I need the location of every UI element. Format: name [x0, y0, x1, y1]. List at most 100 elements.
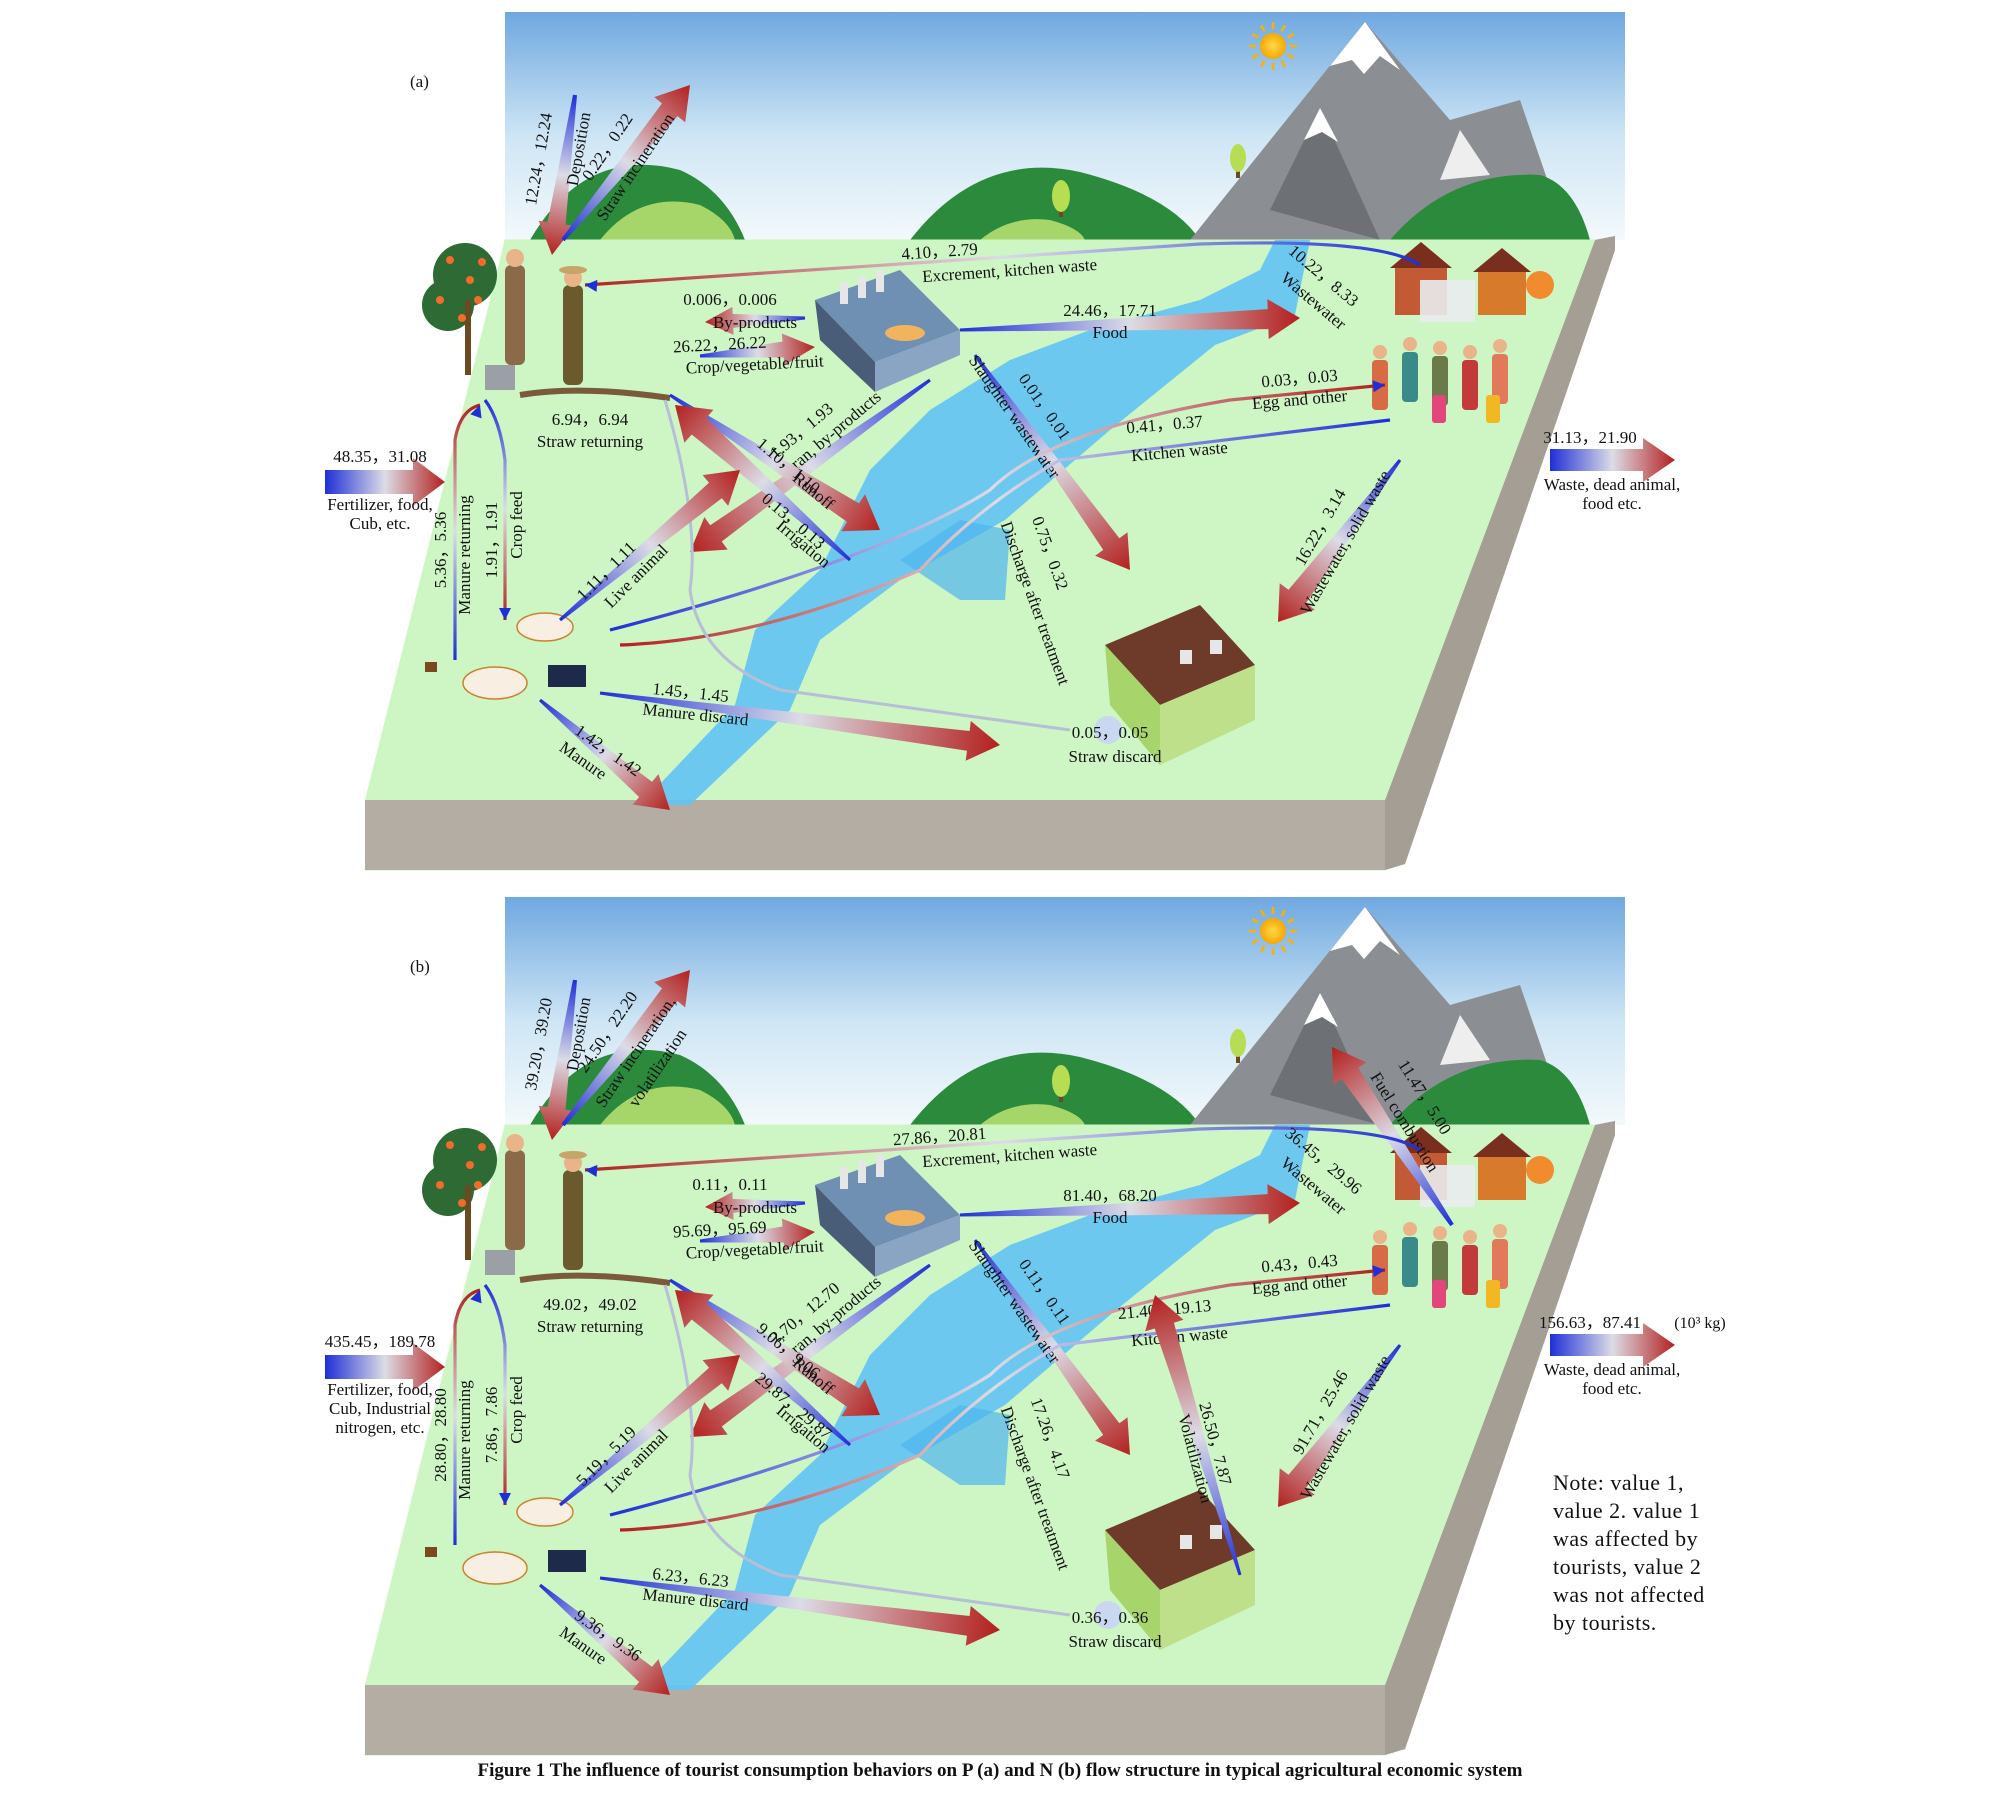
- factory-wall: [815, 300, 875, 392]
- food-label: Food: [1093, 1208, 1128, 1227]
- sun-icon: [1260, 33, 1286, 59]
- chimney-icon: [858, 1161, 866, 1183]
- hill-icon: [1390, 1059, 1590, 1125]
- by-products-values: 0.11，0.11: [692, 1175, 767, 1194]
- input-label: Fertilizer, food,: [327, 495, 433, 514]
- tourist-head: [1463, 1230, 1477, 1244]
- tourist-icon: [1492, 354, 1508, 404]
- pig-icon: [462, 1551, 528, 1585]
- fruit-icon: [474, 1181, 482, 1189]
- chimney-icon: [858, 276, 866, 298]
- slaughter-arrow: [973, 1239, 1130, 1455]
- excrement-arrow: [584, 1126, 1421, 1172]
- crop-values: 26.22，26.22: [673, 333, 767, 357]
- chimney-icon: [876, 1155, 884, 1177]
- irrigation-arrow: [675, 405, 851, 562]
- by-products-label: By-products: [713, 1198, 797, 1217]
- crop-feed-label: Crop feed: [507, 1376, 526, 1444]
- straw-returning-label: Straw returning: [537, 432, 644, 451]
- straw-discard-label: Straw discard: [1068, 747, 1162, 766]
- straw-returning-values: 49.02，49.02: [543, 1295, 637, 1314]
- fruit-icon: [478, 258, 486, 266]
- tourist-icon: [1402, 1237, 1418, 1287]
- crop-feed-label: Crop feed: [507, 491, 526, 559]
- input-arrow: [325, 458, 445, 506]
- food-arrow: [959, 299, 1300, 340]
- fruit-icon: [466, 1161, 474, 1169]
- by-products-arrow: [705, 1191, 806, 1220]
- feeder-icon: [548, 665, 586, 687]
- tree-icon: [1230, 144, 1246, 172]
- farmer-icon: [505, 265, 525, 365]
- recycle-icon: [1094, 1601, 1122, 1629]
- roof-icon: [1473, 248, 1531, 272]
- tourist-icon: [1432, 356, 1448, 406]
- straw-discard-label: Straw discard: [1068, 1632, 1162, 1651]
- tourist-icon: [1432, 1241, 1448, 1291]
- input-label: Cub, Industrial: [329, 1399, 431, 1418]
- bucket-icon: [425, 1547, 437, 1557]
- luggage-icon: [1432, 1280, 1446, 1308]
- factory-wall: [815, 1185, 875, 1277]
- crop-feed-arrow: [483, 1284, 507, 1505]
- crop-feed-arrow: [483, 399, 507, 620]
- sun-ray: [1287, 938, 1295, 945]
- manure-returning-values: 5.36，5.36: [431, 512, 450, 589]
- farmer-icon: [563, 285, 583, 385]
- bucket-icon: [485, 365, 515, 390]
- factory-icon: [815, 270, 960, 362]
- luggage-icon: [1486, 1280, 1500, 1308]
- hat-icon: [559, 266, 587, 274]
- tree-icon: [1052, 1065, 1070, 1097]
- sun-ray: [1251, 32, 1259, 39]
- tourist-head: [1403, 337, 1417, 351]
- farmer-icon: [505, 1150, 525, 1250]
- by-products-label: By-products: [713, 313, 797, 332]
- hill-icon: [600, 201, 735, 240]
- mountain-icon: [1270, 108, 1380, 240]
- note-line: was not affected: [1553, 1582, 1705, 1607]
- sun-ray: [1259, 24, 1266, 32]
- by-products-arrow: [705, 306, 806, 335]
- egg-arrow-head: [1372, 1265, 1385, 1278]
- food-values: 81.40，68.20: [1063, 1186, 1157, 1205]
- deposition-arrow: [538, 94, 577, 255]
- soil-strip: [519, 1272, 671, 1286]
- input-label: Fertilizer, food,: [327, 1380, 433, 1399]
- tree-icon: [1526, 271, 1554, 299]
- output-label: food etc.: [1582, 494, 1641, 513]
- input-arrow: [325, 1343, 445, 1391]
- snow-cap: [1440, 1015, 1490, 1065]
- factory-wall: [875, 1215, 960, 1277]
- manure-returning-label: Manure returning: [455, 1380, 474, 1500]
- grain-icon: [885, 1210, 925, 1226]
- egg-arrow: [609, 383, 1386, 632]
- sun-ray: [1251, 917, 1259, 924]
- sun-icon: [1260, 918, 1286, 944]
- input-values: 435.45，189.78: [325, 1332, 436, 1351]
- fruit-icon: [474, 296, 482, 304]
- pig-icon: [516, 612, 574, 642]
- live-animal-arrow: [559, 1355, 740, 1507]
- crop-feed-values: 1.91，1.91: [482, 502, 501, 579]
- fruit-icon: [436, 1181, 444, 1189]
- tourist-icon: [1402, 352, 1418, 402]
- slaughter-arrow: [973, 354, 1130, 570]
- manure-returning-arrow: [453, 403, 481, 660]
- tourist-icon: [1462, 1245, 1478, 1295]
- fruit-icon: [446, 1141, 454, 1149]
- fuel-combustion-arrow: [1332, 1047, 1454, 1227]
- river-pool: [900, 1405, 1010, 1485]
- river-pool: [900, 520, 1010, 600]
- chimney-icon: [840, 282, 848, 304]
- bucket-icon: [425, 662, 437, 672]
- manure-returning-arrow: [453, 1288, 481, 1545]
- hat-icon: [559, 1151, 587, 1159]
- output-arrow: [1550, 1323, 1675, 1367]
- panel-letter: (b): [410, 957, 430, 976]
- sun-ray: [1287, 53, 1295, 60]
- luggage-icon: [1486, 395, 1500, 423]
- output-values: 31.13，21.90: [1543, 428, 1637, 447]
- excrement-arrow: [584, 241, 1421, 287]
- hill-icon: [980, 1104, 1085, 1125]
